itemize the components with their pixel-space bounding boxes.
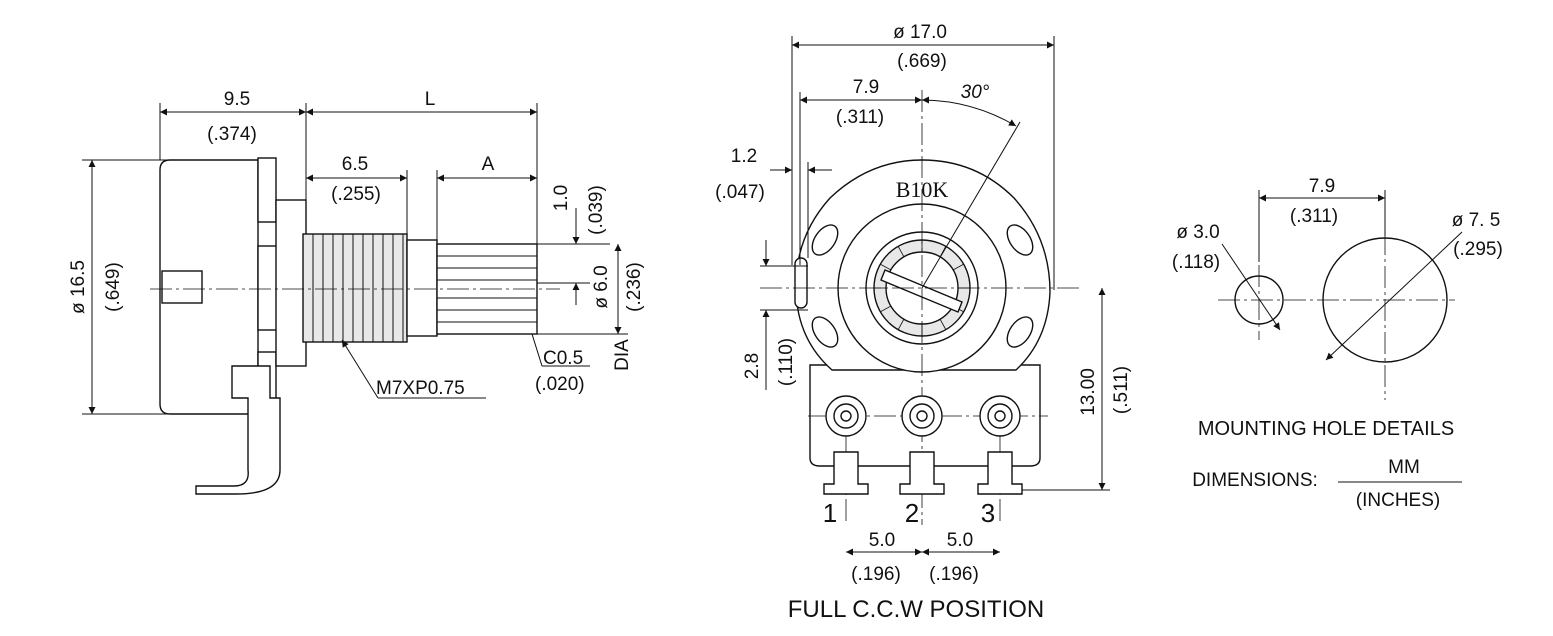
dim-hole-spacing-in: (.311)	[1290, 206, 1338, 227]
shaft-slot	[880, 269, 963, 313]
dim-pitch-1: 5.0	[869, 530, 895, 551]
dim-thread-length: 6.5	[342, 154, 368, 175]
unit-inches: (INCHES)	[1356, 490, 1440, 511]
mounting-title: MOUNTING HOLE DETAILS	[1198, 418, 1454, 440]
dim-hole-spacing: 7.9	[1309, 176, 1335, 197]
dim-tab-height-in: (.110)	[776, 338, 797, 386]
terminal-leg	[195, 365, 281, 495]
dim-body-width: 9.5	[224, 89, 250, 110]
dim-angle: 30°	[961, 82, 990, 103]
chamfer-label: C0.5	[543, 348, 583, 369]
dim-front-dia-in: (.669)	[897, 51, 947, 72]
dim-pitch-2: 5.0	[947, 530, 973, 551]
dim-shaft-a: A	[482, 154, 495, 175]
anti-rotation-tab	[794, 257, 808, 309]
dim-pitch-1-in: (.196)	[851, 564, 901, 585]
front-view: B10K 1 2 3 ø 17.0 (.669) 7	[715, 22, 1132, 623]
dim-front-dia: ø 17.0	[893, 22, 947, 43]
pin-3-label: 3	[981, 498, 995, 528]
pin-2-label: 2	[905, 498, 919, 528]
dim-shaft-dia: ø 6.0	[591, 265, 612, 308]
dim-height-in: (.511)	[1111, 366, 1132, 414]
rear-tab	[161, 270, 203, 304]
dim-flat-depth-in: (.039)	[586, 185, 607, 235]
slot-upper-right	[1006, 224, 1034, 256]
side-view: 9.5 (.374) L 6.5 (.255) A ø 16.5 (.649) …	[68, 89, 645, 495]
mounting-hole-details: 7.9 (.311) ø 3.0 (.118) ø 7. 5 (.295) MO…	[1172, 176, 1503, 511]
dim-flat-depth: 1.0	[551, 185, 572, 211]
slot-lower-left	[811, 316, 839, 348]
dim-body-width-in: (.374)	[207, 124, 257, 145]
front-view-caption: FULL C.C.W POSITION	[788, 596, 1044, 623]
dim-housing-dia: ø 16.5	[68, 260, 89, 314]
dim-length: L	[425, 89, 436, 110]
dim-large-hole: ø 7. 5	[1452, 210, 1501, 231]
slot-lower-right	[1006, 316, 1034, 348]
thread-section	[302, 233, 408, 343]
unit-mm: MM	[1388, 457, 1420, 478]
dim-thread-length-in: (.255)	[331, 184, 381, 205]
knurl-lines	[437, 255, 537, 323]
flange-plate	[257, 157, 277, 223]
pins	[823, 451, 1023, 495]
dim-offset: 7.9	[853, 77, 879, 98]
dim-housing-dia-in: (.649)	[103, 262, 124, 312]
pin-1-label: 1	[823, 498, 837, 528]
dim-large-hole-in: (.295)	[1453, 239, 1503, 260]
dim-tab-height: 2.8	[742, 353, 763, 379]
terminal-lugs	[825, 395, 1021, 437]
dim-shaft-dia-in: (.236)	[624, 262, 645, 312]
dim-tab-width: 1.2	[731, 146, 757, 167]
dim-small-hole-in: (.118)	[1172, 252, 1220, 273]
dimensions-label: DIMENSIONS:	[1192, 470, 1318, 491]
slot-upper-left	[811, 224, 839, 256]
thread-lines	[312, 234, 404, 342]
bushing-collar	[275, 199, 307, 367]
chamfer-label-in: (.020)	[535, 374, 585, 395]
dia-label: DIA	[612, 339, 633, 371]
dim-offset-in: (.311)	[836, 107, 884, 128]
shaft-collar	[406, 239, 438, 337]
dim-pitch-2-in: (.196)	[929, 564, 979, 585]
dim-height: 13.00	[1078, 368, 1099, 416]
thread-spec: M7XP0.75	[376, 378, 465, 399]
dim-tab-width-in: (.047)	[715, 182, 765, 203]
dim-small-hole: ø 3.0	[1176, 222, 1219, 243]
